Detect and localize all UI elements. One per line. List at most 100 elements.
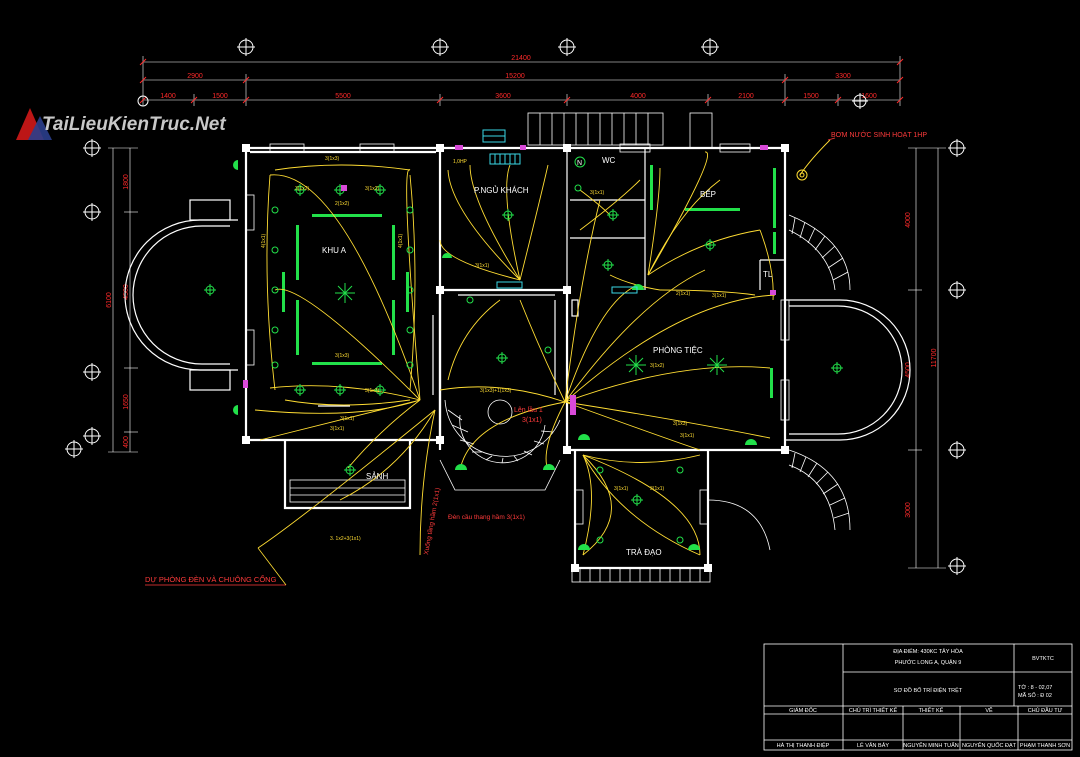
wiring xyxy=(254,139,831,556)
sanh-steps xyxy=(289,479,406,503)
drawing-code: BVTKTC xyxy=(1032,656,1054,662)
backup-leader xyxy=(257,547,287,586)
up-floor-circuit: 3(1x1) xyxy=(522,417,542,424)
sockets xyxy=(243,145,776,415)
up-floor-annotation: Lên lầu 1 xyxy=(514,405,543,414)
header-lead: CHỦ TRÌ THIẾT KẾ xyxy=(849,707,898,714)
room-khu-a: KHU A xyxy=(322,246,347,255)
header-drafter: VẼ xyxy=(985,707,993,714)
location-line-2: PHƯỚC LONG A, QUẬN 9 xyxy=(895,659,962,666)
dim-row2-2: 15200 xyxy=(505,73,525,80)
circuit-label: 4(1x1) xyxy=(398,233,404,248)
sheet-number: TỜ : 8 - 02,07 xyxy=(1018,684,1052,691)
dim-right-1: 4000 xyxy=(905,212,912,228)
n-icon: N xyxy=(577,160,582,167)
chandeliers xyxy=(335,283,727,375)
dim-left-3: 4500 xyxy=(123,284,130,300)
circuit-label: 3(1x1) xyxy=(475,263,490,269)
title-block xyxy=(763,643,1073,751)
location-line-1: ĐỊA ĐIỂM: 430KC TÂY HÒA xyxy=(893,648,963,655)
dim-left-5: 400 xyxy=(123,436,130,448)
grid-bubbles-left xyxy=(65,139,101,458)
ac-units xyxy=(482,129,638,294)
dim-right-2: 11700 xyxy=(931,348,938,367)
circuit-label: 2(1x1) xyxy=(676,291,691,297)
room-bep: BẾP xyxy=(700,189,716,199)
header-designer: THIẾT KẾ xyxy=(919,707,944,714)
room-p-ngu-khach: P.NGỦ KHÁCH xyxy=(474,186,529,195)
circuit-label: 3. 1x2+3(1x1) xyxy=(330,536,361,542)
circuit-label: 3(1x3) xyxy=(365,388,380,394)
circuit-label: 3(1x1) xyxy=(614,486,629,492)
pump-symbol xyxy=(796,169,808,181)
drawing-title: SƠ ĐỒ BỐ TRÍ ĐIỆN TRỆT xyxy=(894,686,963,694)
fluorescent-lights xyxy=(282,165,776,398)
dim-left-2: 6100 xyxy=(106,292,113,308)
left-dimensions xyxy=(108,147,138,453)
watermark-logo: TaiLieuKienTruc.Net xyxy=(16,108,226,140)
center-stair xyxy=(439,399,561,491)
circuit-label: 3(1x1) xyxy=(330,426,345,432)
dim-right-4: 3000 xyxy=(905,502,912,518)
grid-bubbles-right xyxy=(948,139,966,575)
room-sanh: SẢNH xyxy=(366,472,388,481)
backup-annotation: DỰ PHÒNG ĐÈN VÀ CHUÔNG CỔNG xyxy=(145,575,277,584)
room-phong-tiec: PHÒNG TIỆC xyxy=(653,346,703,355)
room-tl: TL xyxy=(763,270,773,279)
wc-fixtures xyxy=(574,156,586,192)
circuit-label: 3(1x1) xyxy=(680,433,695,439)
name-drafter: NGUYỄN QUỐC ĐẠT xyxy=(962,742,1017,749)
dim-row3-5: 4000 xyxy=(630,93,646,100)
circuit-label: 3(1x3) xyxy=(673,421,688,427)
dim-row2-3: 3300 xyxy=(835,73,851,80)
circuit-label: 3(1x1) xyxy=(650,486,665,492)
pump-leader xyxy=(827,137,836,141)
circuit-label: 3(1x1) xyxy=(712,293,727,299)
circuit-label: 3(1x2) xyxy=(295,186,310,192)
circuit-label: 2(1x2) xyxy=(335,201,350,207)
circuit-label: 3(1x2) xyxy=(365,186,380,192)
circuit-label: 3(1x3) xyxy=(335,353,350,359)
dim-right-3: 4500 xyxy=(905,362,912,378)
dim-row3-6: 2100 xyxy=(738,93,754,100)
dim-row3-1: 1400 xyxy=(160,93,176,100)
circuit-label: 4(1x1) xyxy=(261,233,267,248)
dim-row3-3: 5500 xyxy=(335,93,351,100)
room-wc: WC xyxy=(602,156,616,165)
wall-lights xyxy=(233,160,757,550)
right-dimensions xyxy=(908,147,946,569)
header-director: GIÁM ĐỐC xyxy=(789,707,817,714)
dim-row3-2: 1500 xyxy=(212,93,228,100)
stairs-right xyxy=(707,214,851,551)
hp-label: 1,0HP xyxy=(453,159,468,165)
name-designer: NGUYỄN MINH TUẤN xyxy=(903,742,959,749)
down-basement-annotation: Xuống tầng hầm 2(1x1) xyxy=(421,487,442,555)
circuit-label: 3(1x1) xyxy=(340,416,355,422)
dim-row2-1: 2900 xyxy=(187,73,203,80)
dim-row3-8: 1600 xyxy=(861,93,877,100)
top-stair xyxy=(527,112,713,149)
circuit-label: 3(1x2) xyxy=(650,363,665,369)
sheet-code: MÃ SỐ : Đ 02 xyxy=(1018,692,1052,699)
pump-annotation: BƠM NƯỚC SINH HOẠT 1HP xyxy=(831,130,927,139)
right-bay xyxy=(785,299,911,441)
name-lead: LÊ VĂN BẢY xyxy=(857,741,889,749)
dim-row3-4: 3600 xyxy=(495,93,511,100)
name-owner: PHẠM THANH SƠN xyxy=(1020,743,1070,749)
balcony-bottom xyxy=(571,567,711,583)
dim-left-4: 1650 xyxy=(123,394,130,410)
dim-row3-7: 1500 xyxy=(803,93,819,100)
dim-overall: 21400 xyxy=(511,55,531,62)
grid-bubbles-top xyxy=(137,38,868,109)
circuit-label: 3(1x3) xyxy=(325,156,340,162)
top-dim-ticks xyxy=(139,58,904,104)
header-owner: CHỦ ĐẦU TƯ xyxy=(1028,707,1063,714)
watermark-text: TaiLieuKienTruc.Net xyxy=(42,114,226,135)
ceiling-lights xyxy=(204,184,843,544)
room-tra-dao: TRÀ ĐẠO xyxy=(626,548,662,557)
name-director: HÀ THỊ THANH ĐIỆP xyxy=(777,741,830,749)
dim-left-1: 1800 xyxy=(123,174,130,190)
circuit-label: 3(1x1) xyxy=(590,190,605,196)
stair-light-annotation: Đèn cầu thang hầm 3(1x1) xyxy=(448,512,525,521)
